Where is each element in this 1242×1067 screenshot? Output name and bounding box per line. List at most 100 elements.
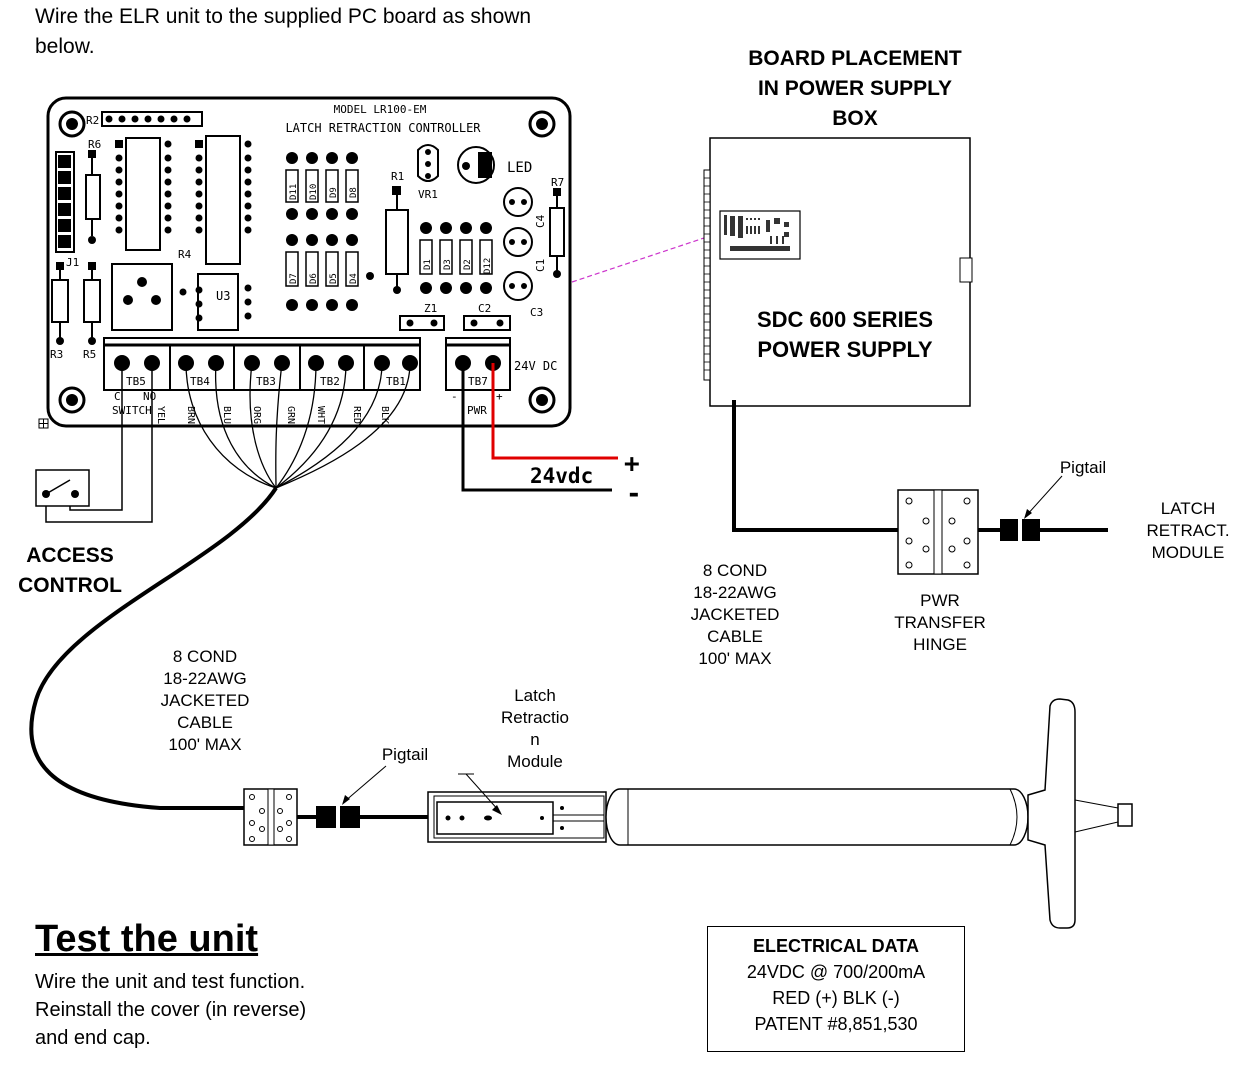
label-c3: C3 [530, 306, 543, 319]
electrical-data-line-2: RED (+) BLK (-) [772, 988, 900, 1008]
label-d12: D12 [483, 258, 493, 274]
electrical-data-line-1: 24VDC @ 700/200mA [746, 962, 926, 982]
board-placement-heading: BOARD PLACEMENT IN POWER SUPPLY BOX [700, 44, 1010, 134]
label-r3: R3 [50, 348, 63, 361]
diode-bank-lower: D7 D6 D5 D4 [285, 234, 374, 311]
pigtail-arrowhead-left [342, 795, 350, 805]
pc-board: MODEL LR100-EM LATCH RETRACTION CONTROLL… [38, 96, 572, 429]
power-supply-line-2: POWER SUPPLY [757, 337, 933, 362]
label-d9: D9 [329, 187, 339, 198]
power-supply-line-1: SDC 600 SERIES [756, 307, 934, 332]
mounting-holes [58, 110, 556, 414]
power-minus: - [626, 479, 642, 509]
label-d10: D10 [309, 184, 319, 200]
test-line-2: Reinstall the cover (in reverse) [35, 999, 307, 1021]
intro-text: Wire the ELR unit to the supplied PC boa… [35, 2, 675, 62]
jacketed-cable-right [732, 400, 898, 532]
label-d11: D11 [289, 184, 299, 200]
placement-link-line [571, 231, 723, 283]
label-led: LED [507, 160, 532, 176]
diode-bank-upper: D11 D10 D9 D8 [285, 152, 359, 220]
label-u3: U3 [216, 289, 230, 303]
label-r1: R1 [391, 170, 404, 183]
wire-label-blu: BLU [221, 406, 232, 424]
pwr-minus-mark: - [451, 390, 458, 403]
label-c4: C4 [534, 214, 547, 228]
pigtail-label-left: Pigtail [381, 745, 429, 764]
label-d3: D3 [443, 259, 453, 270]
intro-line-2: below. [35, 35, 95, 58]
board-placement-line-3: BOX [832, 107, 878, 130]
latch-module-arrowhead [492, 805, 502, 815]
wire-label-org: ORG [251, 406, 262, 424]
label-24v-dc: 24V DC [514, 359, 557, 373]
label-z1: Z1 [424, 302, 437, 315]
label-d4: D4 [349, 273, 359, 284]
test-line-1: Wire the unit and test function. [35, 971, 306, 993]
intro-line-1: Wire the ELR unit to the supplied PC boa… [35, 5, 532, 28]
pigtail-label-right: Pigtail [1059, 458, 1107, 477]
wire-label-yel: YEL [155, 406, 166, 424]
terminal-tb1: TB1 [386, 375, 406, 388]
latch-module-label: Latch Retractio n Module [500, 686, 570, 771]
label-r6: R6 [88, 138, 101, 151]
latch-retract-module-label: LATCH RETRACT. MODULE [1146, 499, 1230, 562]
label-switch-no: NO [143, 390, 156, 403]
label-d6: D6 [309, 273, 319, 284]
electrical-data-line-3: PATENT #8,851,530 [754, 1014, 918, 1034]
hinge-label: PWR TRANSFER HINGE [894, 591, 986, 654]
cable-fan [185, 362, 411, 489]
cable-spec-right: 8 COND 18-22AWG JACKETED CABLE 100' MAX [690, 561, 780, 668]
pigtail-arrow-right [1025, 475, 1063, 517]
pigtail-connector-right [1000, 519, 1040, 541]
label-r7: R7 [551, 176, 564, 189]
pigtail-connector-left [316, 806, 360, 828]
wire-label-grn: GRN [285, 406, 296, 424]
label-switch: SWITCH [112, 404, 152, 417]
pcb-name: LATCH RETRACTION CONTROLLER [285, 121, 481, 135]
label-r5: R5 [83, 348, 96, 361]
label-d5: D5 [329, 273, 339, 284]
access-control-switch [35, 469, 90, 507]
label-d2: D2 [463, 259, 473, 270]
terminal-tb5: TB5 [126, 375, 146, 388]
power-supply-box [703, 137, 973, 407]
wire-label-brn: BRN [185, 406, 196, 424]
latch-module-arrow [465, 773, 501, 813]
power-supply-label: SDC 600 SERIES POWER SUPPLY [720, 305, 970, 365]
label-d8: D8 [349, 187, 359, 198]
label-j1: J1 [66, 256, 79, 269]
label-r4: R4 [178, 248, 192, 261]
label-vr1: VR1 [418, 188, 438, 201]
label-d1: D1 [423, 259, 433, 270]
board-placement-line-1: BOARD PLACEMENT [748, 47, 962, 70]
label-r2: R2 [86, 114, 99, 127]
jacketed-cable-left [29, 486, 278, 810]
power-voltage-label: 24vdc [530, 464, 593, 488]
label-c1: C1 [534, 259, 547, 272]
label-d7: D7 [289, 273, 299, 284]
electrical-data-title: ELECTRICAL DATA [753, 936, 919, 956]
pigtail-arrow-left [343, 765, 387, 803]
wire-label-blk: BLK [379, 406, 390, 424]
test-title: Test the unit [35, 918, 259, 960]
power-plus: + [624, 449, 640, 479]
terminal-tb4: TB4 [190, 375, 210, 388]
wire-label-red: RED [351, 406, 362, 424]
pwr-plus-mark: + [496, 390, 503, 403]
exit-device [427, 698, 1133, 929]
test-line-3: and end cap. [35, 1027, 151, 1049]
cable-spec-left: 8 COND 18-22AWG JACKETED CABLE 100' MAX [160, 647, 250, 754]
label-c2: C2 [478, 302, 491, 315]
terminal-tb7: TB7 [468, 375, 488, 388]
diode-bank-right: D1 D3 D2 D12 [419, 222, 493, 294]
terminal-tb3: TB3 [256, 375, 276, 388]
access-control-label: ACCESS CONTROL [0, 541, 140, 601]
test-instructions: Wire the unit and test function. Reinsta… [35, 968, 375, 1052]
power-transfer-hinge-right [897, 489, 979, 575]
label-pwr: PWR [467, 404, 487, 417]
access-control-line-2: CONTROL [18, 574, 122, 597]
electrical-data-box: ELECTRICAL DATA 24VDC @ 700/200mA RED (+… [707, 926, 965, 1052]
label-switch-c: C [114, 390, 121, 403]
